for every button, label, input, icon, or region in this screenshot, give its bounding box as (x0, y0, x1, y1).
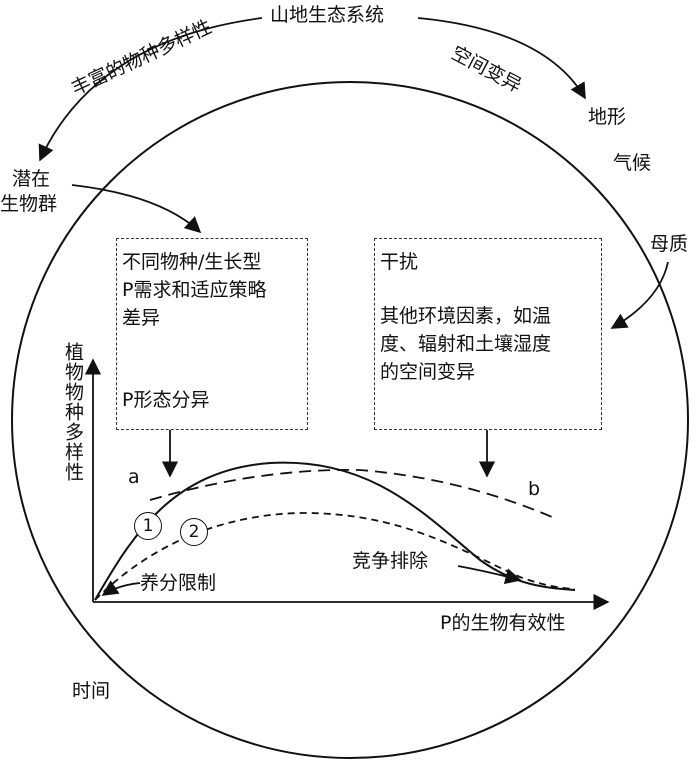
curve-1-marker: 1 (134, 512, 162, 540)
latent-arrow (71, 184, 202, 234)
climate-label: 气候 (613, 152, 652, 174)
right-box-line1: 干扰 (380, 251, 419, 273)
nutrient-limit-arrow (101, 580, 141, 596)
parent-material-label: 母质 (650, 233, 689, 255)
competitive-exclusion-label: 竞争排除 (352, 550, 429, 572)
right-arc-arrow (417, 17, 586, 100)
curve-2-marker: 2 (180, 518, 208, 546)
left-factor-box (116, 238, 308, 430)
right-box-line3: 度、辐射和土壤湿度 (380, 333, 552, 355)
y-axis-label: 植物物种多样性 (62, 342, 84, 482)
nutrient-limit-label: 养分限制 (140, 572, 217, 594)
time-label: 时间 (72, 680, 111, 702)
top-title: 山地生态系统 (270, 4, 385, 26)
curve-ab-dashed (149, 468, 553, 518)
terrain-label: 地形 (588, 106, 627, 128)
system-circle (11, 81, 689, 759)
x-axis-label: P的生物有效性 (440, 612, 566, 634)
competitive-exclusion-arrow (457, 565, 522, 585)
right-factor-box (374, 238, 602, 430)
latent-biota-line2: 生物群 (0, 193, 58, 215)
left-box-line1: 不同物种/生长型 (122, 251, 262, 273)
right-box-line2: 其他环境因素，如温 (380, 305, 552, 327)
left-box-line4: P形态分异 (122, 389, 210, 411)
curve-b-label: b (528, 478, 541, 500)
curve-a-label: a (128, 466, 140, 488)
right-box-line4: 的空间变异 (380, 361, 476, 383)
parent-material-arrow (610, 261, 669, 329)
latent-biota-line1: 潜在 (12, 168, 51, 190)
left-box-line2: P需求和适应策略 (122, 279, 267, 301)
left-box-line3: 差异 (122, 307, 161, 329)
curve-2-dashed (94, 512, 576, 601)
left-arc-arrow (38, 17, 263, 162)
